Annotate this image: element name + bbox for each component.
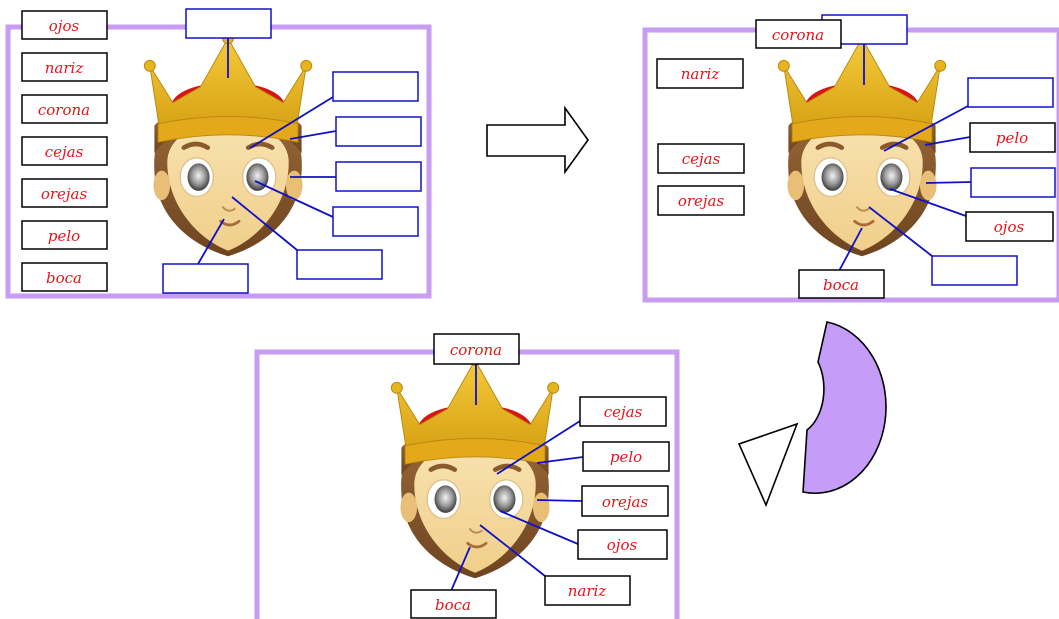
pointer-lines xyxy=(197,38,337,265)
word-card[interactable] xyxy=(21,52,108,82)
word-card[interactable] xyxy=(21,178,108,208)
word-card-text: pelo xyxy=(48,227,80,245)
word-card-text: cejas xyxy=(682,150,721,168)
label-box-ojos[interactable] xyxy=(332,206,419,237)
panel-second: corona pelo ojos boca nariz cejas orejas xyxy=(642,14,1059,303)
label-box-cejas-text: cejas xyxy=(604,403,643,421)
word-card[interactable] xyxy=(21,262,108,292)
king-illustration xyxy=(391,355,558,579)
label-box-orejas[interactable] xyxy=(970,167,1056,198)
label-box-corona-text: corona xyxy=(450,341,502,359)
label-box-pelo[interactable] xyxy=(969,122,1056,153)
word-bank: ojos nariz corona cejas orejas pelo boca xyxy=(21,10,108,292)
word-card[interactable] xyxy=(21,94,108,124)
word-card[interactable] xyxy=(21,10,108,40)
diagram-label-boxes: corona pelo ojos boca xyxy=(755,14,1056,299)
label-box-ojos[interactable] xyxy=(577,529,668,560)
pointer-lines xyxy=(838,44,972,272)
label-box-cejas[interactable] xyxy=(967,77,1054,108)
word-card[interactable] xyxy=(657,143,745,174)
label-box-corona-filled[interactable] xyxy=(755,19,842,49)
label-box-boca[interactable] xyxy=(798,269,885,299)
label-box-nariz[interactable] xyxy=(296,249,383,280)
word-card-text: nariz xyxy=(681,65,720,83)
word-card-text: orejas xyxy=(41,185,88,203)
diagram-label-boxes xyxy=(162,8,422,294)
panel-third: corona cejas pelo orejas ojos nariz boca xyxy=(254,333,680,619)
label-box-boca[interactable] xyxy=(410,589,497,619)
word-card-text: corona xyxy=(38,101,90,119)
curved-arrow-icon xyxy=(737,321,887,508)
word-card-text: orejas xyxy=(678,192,725,210)
label-box-orejas[interactable] xyxy=(581,485,669,517)
word-card-text: cejas xyxy=(45,143,84,161)
label-box-nariz-text: nariz xyxy=(568,582,607,600)
word-card[interactable] xyxy=(657,185,745,216)
word-card-text: ojos xyxy=(49,17,80,35)
label-box-pelo-text: pelo xyxy=(996,129,1028,147)
panel-first: ojos nariz corona cejas orejas pelo boca xyxy=(5,8,432,299)
word-bank: nariz cejas orejas xyxy=(656,58,745,216)
label-box-pelo-text: pelo xyxy=(610,448,642,466)
label-box-nariz[interactable] xyxy=(931,255,1018,286)
label-box-boca-text: boca xyxy=(823,276,859,294)
label-box-cejas[interactable] xyxy=(579,396,667,427)
label-box-corona[interactable] xyxy=(185,8,272,39)
label-box-boca[interactable] xyxy=(162,263,249,294)
label-box-ojos-text: ojos xyxy=(607,536,638,554)
word-card[interactable] xyxy=(656,58,744,89)
word-card[interactable] xyxy=(21,136,108,166)
king-illustration xyxy=(778,33,945,257)
label-box-corona[interactable] xyxy=(433,333,520,365)
label-box-corona-text: corona xyxy=(772,26,824,44)
diagram-label-boxes: corona cejas pelo orejas ojos nariz boca xyxy=(410,333,670,619)
word-card[interactable] xyxy=(21,220,108,250)
word-card-text: nariz xyxy=(45,59,84,77)
label-box-orejas[interactable] xyxy=(335,161,422,192)
pointer-lines xyxy=(450,364,584,592)
label-box-cejas[interactable] xyxy=(332,71,419,102)
right-arrow-icon xyxy=(486,105,589,175)
label-box-ojos-text: ojos xyxy=(994,218,1025,236)
label-box-orejas-text: orejas xyxy=(602,493,649,511)
label-box-boca-text: boca xyxy=(435,596,471,614)
label-box-ojos[interactable] xyxy=(965,211,1054,242)
label-box-pelo[interactable] xyxy=(582,441,670,472)
label-box-nariz[interactable] xyxy=(544,575,631,606)
label-box-pelo[interactable] xyxy=(335,116,422,147)
word-card-text: boca xyxy=(46,269,82,287)
